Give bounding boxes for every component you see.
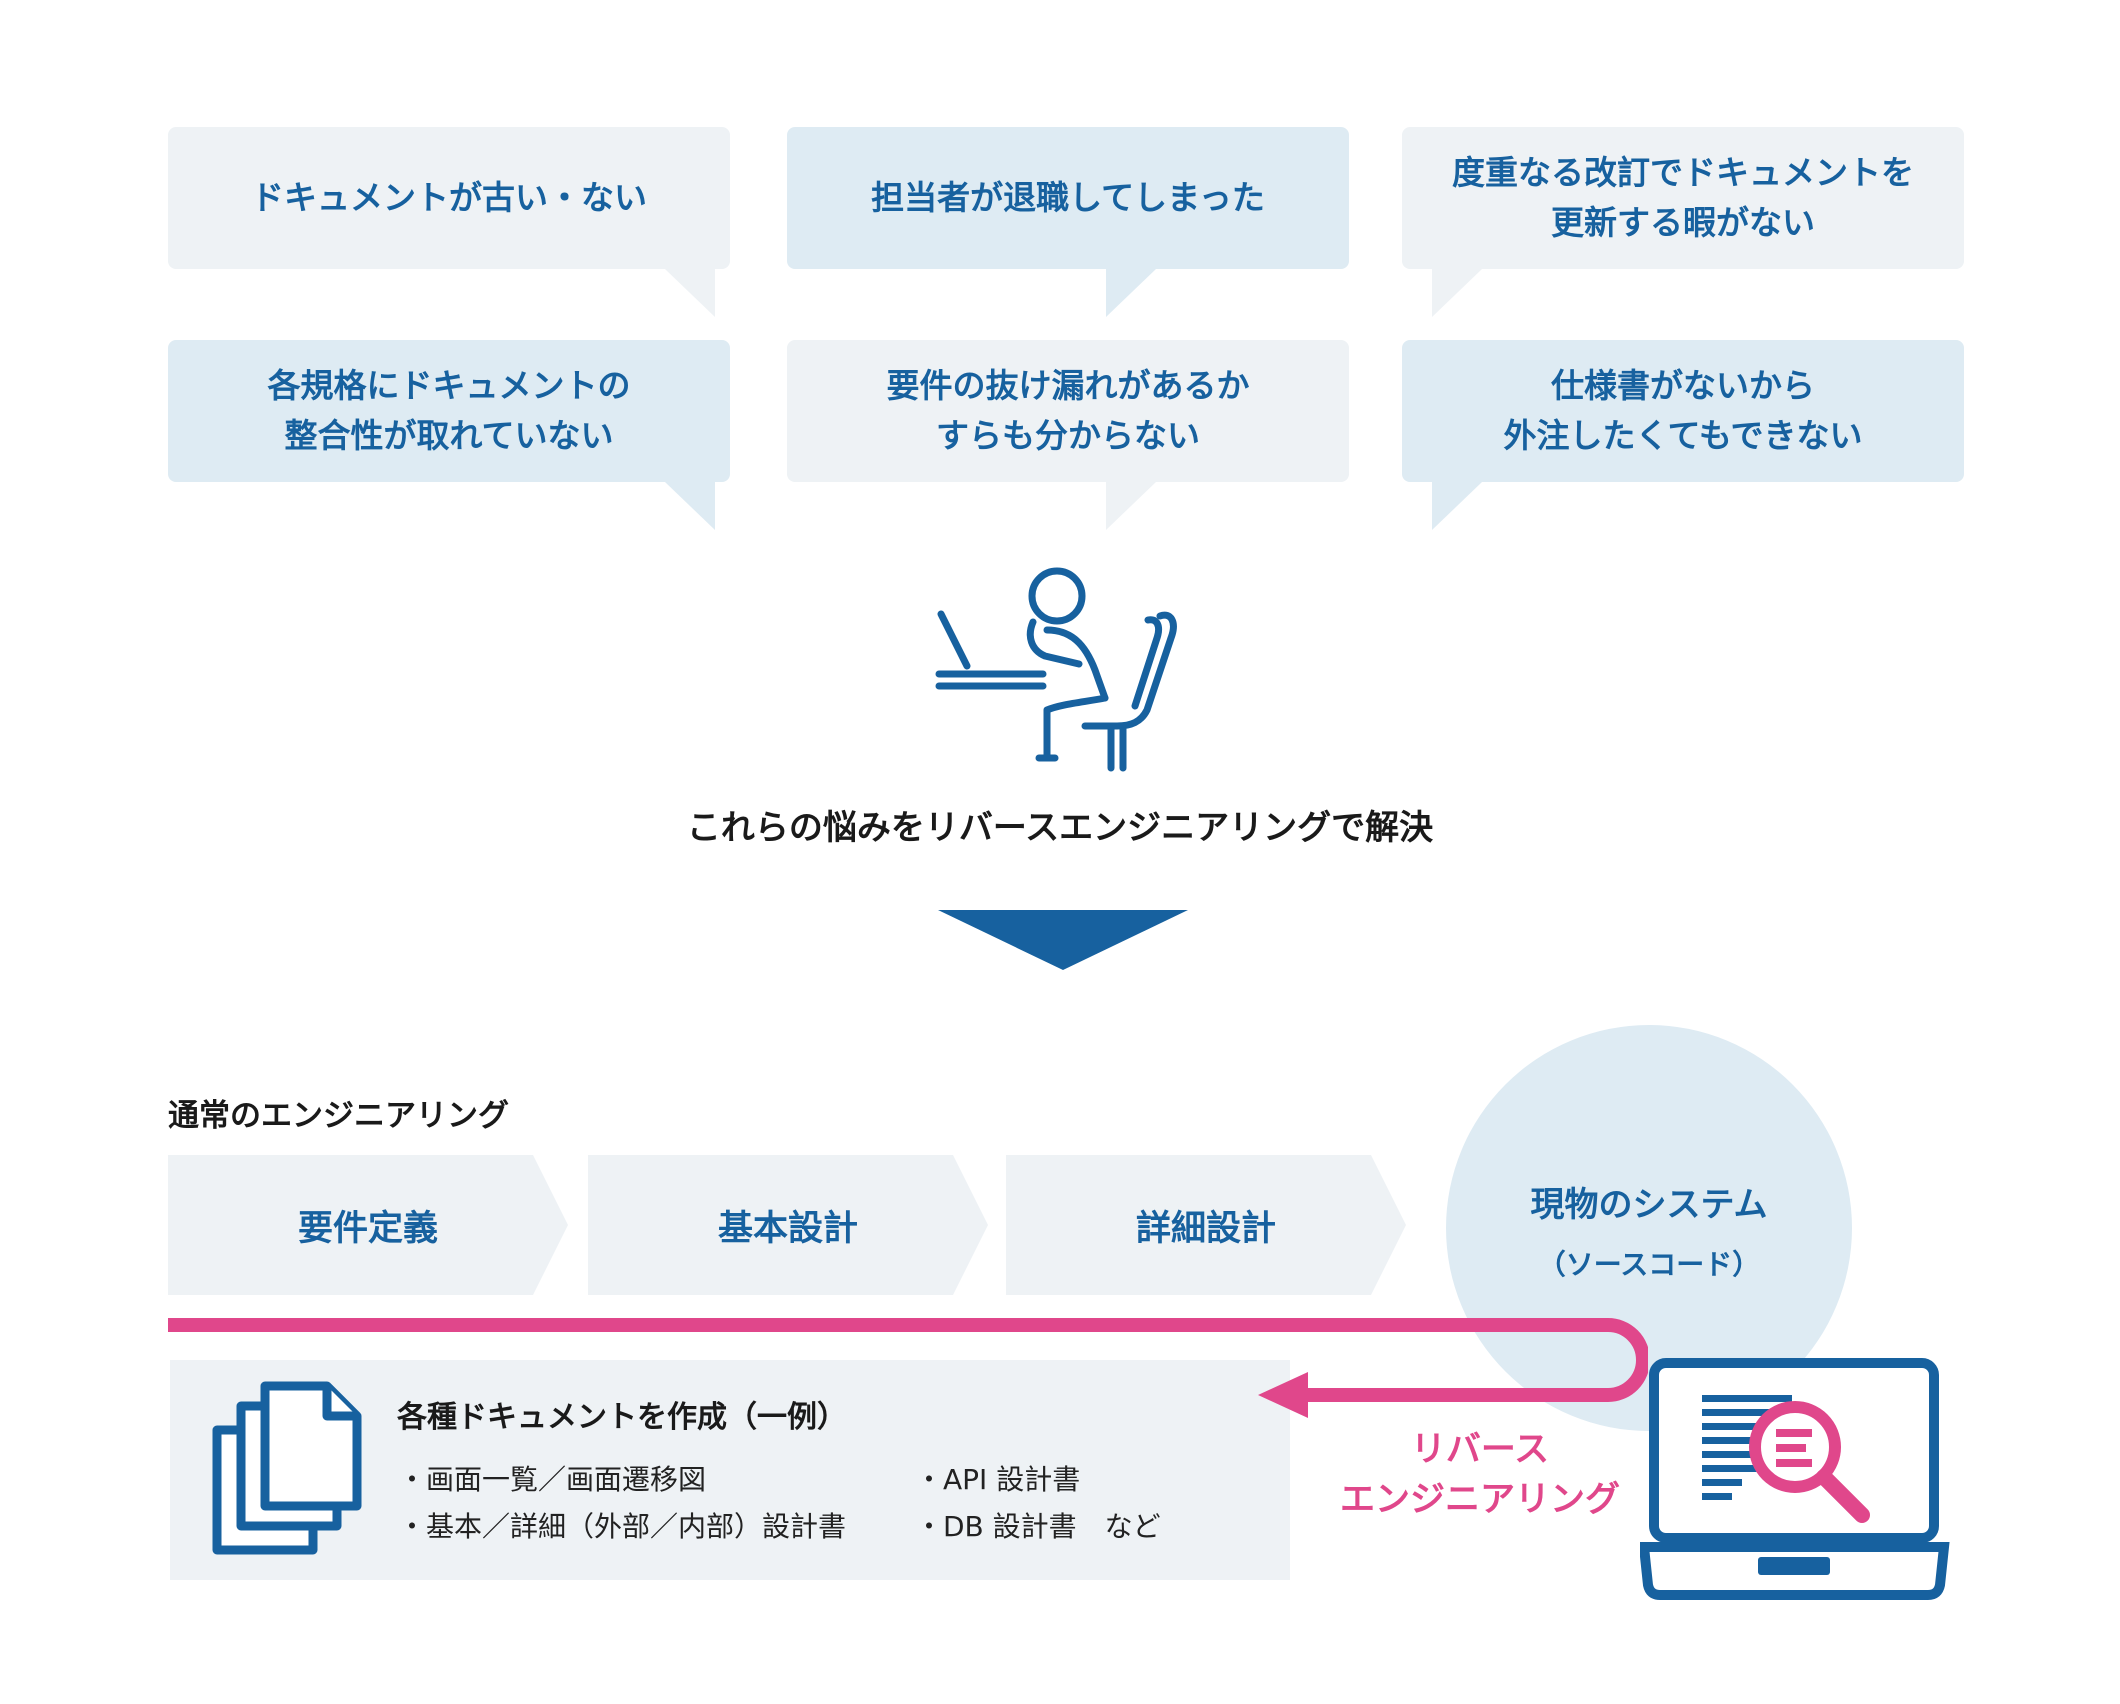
step-requirements-label: 要件定義 — [297, 1208, 438, 1249]
reverse-engineering-line1: リバース — [1410, 1430, 1550, 1470]
bubble-tail — [665, 482, 715, 530]
concern-text: 度重なる改訂でドキュメントを 更新する暇がない — [1452, 153, 1914, 242]
concern-bubble-outdated-docs: ドキュメントが古い・ない — [168, 127, 730, 269]
laptop-search-icon — [1640, 1358, 1950, 1600]
reverse-engineering-label: リバース エンジニアリング — [1320, 1425, 1640, 1525]
concern-text: ドキュメントが古い・ない — [251, 178, 647, 217]
concern-text: 要件の抜け漏れがあるか すらも分からない — [886, 366, 1250, 455]
concern-bubble-inconsistent-docs: 各規格にドキュメントの 整合性が取れていない — [168, 340, 730, 482]
bubble-tail — [1106, 482, 1156, 530]
concern-bubble-cannot-outsource: 仕様書がないから 外注したくてもできない — [1402, 340, 1964, 482]
step-detailed-design-shape — [1006, 1155, 1406, 1295]
concern-bubble-no-time: 度重なる改訂でドキュメントを 更新する暇がない — [1402, 127, 1964, 269]
concern-text: 各規格にドキュメントの 整合性が取れていない — [267, 366, 631, 455]
concern-bubble-missing-requirements: 要件の抜け漏れがあるか すらも分からない — [787, 340, 1349, 482]
document-item: ・DB 設計書 など — [915, 1510, 1161, 1543]
reverse-engineering-arrow — [168, 1318, 1648, 1418]
step-requirements-shape — [168, 1155, 568, 1295]
document-item: ・画面一覧／画面遷移図 — [398, 1463, 707, 1496]
documents-title: 各種ドキュメントを作成（一例） — [397, 1400, 847, 1435]
down-arrow-icon — [938, 910, 1188, 970]
concern-bubble-staff-left: 担当者が退職してしまった — [787, 127, 1349, 269]
step-basic-design-shape — [588, 1155, 988, 1295]
reverse-engineering-line2: エンジニアリング — [1339, 1480, 1620, 1520]
concern-text: 仕様書がないから 外注したくてもできない — [1503, 366, 1863, 455]
bubble-tail — [665, 269, 715, 317]
worried-person-at-desk-icon — [935, 567, 1177, 772]
normal-engineering-label: 通常のエンジニアリング — [168, 1098, 509, 1134]
bubble-tail — [1432, 482, 1482, 530]
step-basic-design-label: 基本設計 — [717, 1208, 858, 1249]
engineering-steps — [168, 1155, 1406, 1295]
bubble-tail — [1106, 269, 1156, 317]
documents-icon — [212, 1381, 362, 1555]
concern-text: 担当者が退職してしまった — [871, 178, 1265, 217]
step-detailed-design-label: 詳細設計 — [1135, 1208, 1276, 1249]
bubble-tail — [1432, 269, 1482, 317]
system-title: 現物のシステム — [1530, 1185, 1768, 1225]
headline: これらの悩みをリバースエンジニアリングで解決 — [686, 808, 1434, 848]
system-subtitle: （ソースコード） — [1537, 1248, 1761, 1281]
document-item: ・基本／詳細（外部／内部）設計書 — [398, 1510, 847, 1543]
document-item: ・API 設計書 — [915, 1463, 1081, 1496]
